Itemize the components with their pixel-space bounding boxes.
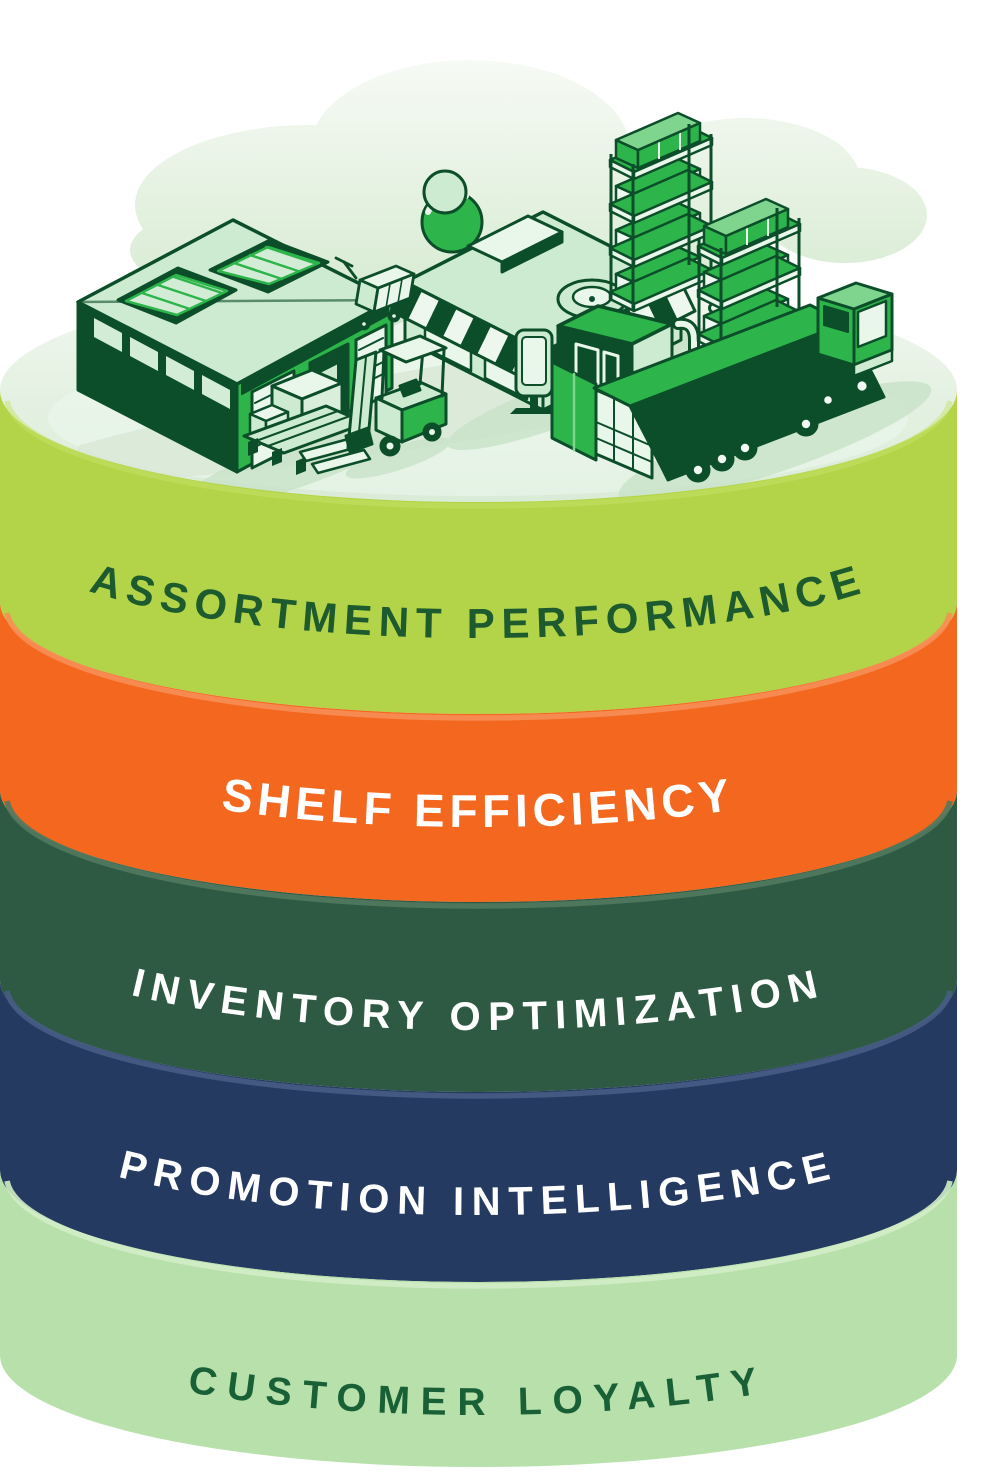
band-shelf-efficiency [0,602,957,902]
band-rim-highlight [4,800,953,909]
band-inventory-optimization [0,790,957,1092]
rack-levels [608,111,714,313]
pallet-illustration [242,368,368,475]
stack-bands: ASSORTMENT PERFORMANCE SHELF EFFICIENCY … [0,390,957,1468]
roof-sign [466,214,564,274]
shopping-cart-illustration [334,256,416,331]
band-rim-highlight [4,990,953,1099]
band-promotion-intelligence [0,980,957,1283]
truck-illustration [550,281,894,483]
truck-cab [816,281,894,412]
band-rim-highlight [4,1180,953,1289]
skylight [116,266,238,325]
band-customer-loyalty [0,1170,957,1468]
forklift-illustration [298,334,448,475]
band-rim-highlight [4,612,953,721]
pallet-feet [248,438,306,475]
warehouse-windows [94,318,230,409]
band-rim-highlight [4,400,953,509]
rack-posts [697,208,801,351]
band-assortment-performance [0,390,957,715]
skylight [208,238,330,294]
poster-stand [510,328,558,414]
tree-illustration [420,169,484,254]
shelf-rack-illustration [608,111,714,313]
